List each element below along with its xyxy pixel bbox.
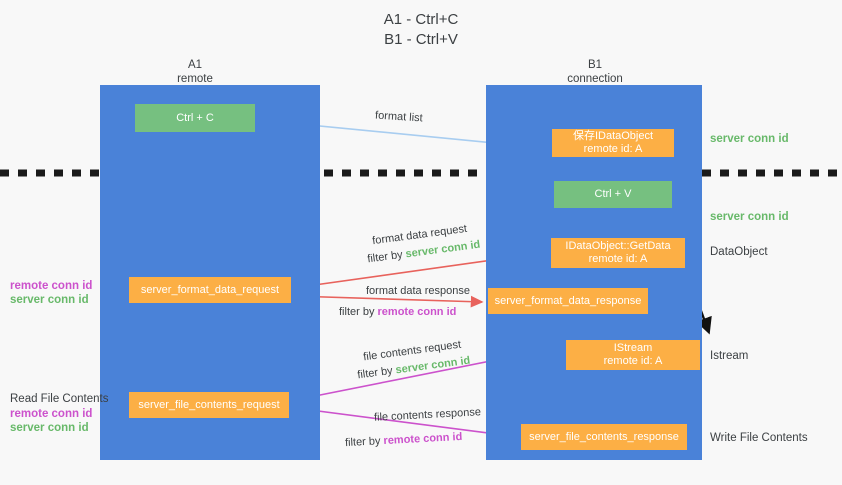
left-label-remote-conn-id: remote conn id bbox=[10, 280, 93, 292]
filter-key: remote conn id bbox=[377, 306, 457, 318]
left-label-read-file-contents: Read File Contents bbox=[10, 393, 109, 405]
box-istream[interactable]: IStream remote id: A bbox=[566, 340, 700, 370]
left-label-server-conn-id: server conn id bbox=[10, 294, 89, 306]
page-title: A1 - Ctrl+C B1 - Ctrl+V bbox=[383, 11, 459, 48]
filter-prefix: filter by bbox=[344, 435, 384, 450]
column-header-a1: A1 remote bbox=[177, 59, 213, 85]
box-server-file-contents-request[interactable]: server_file_contents_request bbox=[129, 392, 289, 418]
edge-label-file-contents-response-filter: filter by remote conn id bbox=[345, 430, 463, 451]
filter-prefix: filter by bbox=[356, 364, 397, 382]
left-label-file-conn-ids: Read File Contents remote conn id server… bbox=[10, 392, 108, 435]
left-label-server-conn-id: server conn id bbox=[10, 422, 89, 434]
box-ctrl-c[interactable]: Ctrl + C bbox=[135, 104, 255, 132]
edge-label-format-list: format list bbox=[374, 109, 424, 125]
box-server-file-contents-response[interactable]: server_file_contents_response bbox=[521, 424, 687, 450]
left-label-format-conn-ids: remote conn id server conn id bbox=[10, 279, 92, 307]
right-label-istream: Istream bbox=[710, 350, 749, 362]
right-label-server-conn-id-top: server conn id bbox=[710, 133, 789, 145]
box-server-format-data-request[interactable]: server_format_data_request bbox=[129, 277, 291, 303]
right-label-dataobject: DataObject bbox=[710, 246, 768, 258]
right-label-server-conn-id-second: server conn id bbox=[710, 211, 789, 223]
right-label-write-file-contents: Write File Contents bbox=[710, 432, 808, 444]
box-ctrl-v[interactable]: Ctrl + V bbox=[554, 181, 672, 208]
filter-prefix: filter by bbox=[366, 248, 407, 266]
filter-key: remote conn id bbox=[383, 430, 463, 448]
edge-label-format-data-response-filter: filter by remote conn id bbox=[339, 305, 456, 320]
edge-label-file-contents-response: file contents response bbox=[373, 406, 482, 424]
column-header-b1: B1 connection bbox=[567, 59, 623, 85]
box-server-format-data-response[interactable]: server_format_data_response bbox=[488, 288, 648, 314]
edge-label-format-data-response: format data response bbox=[366, 285, 470, 297]
box-store-idataobject[interactable]: 保存IDataObject remote id: A bbox=[552, 129, 674, 157]
filter-prefix: filter by bbox=[339, 306, 378, 318]
box-idataobject-getdata[interactable]: IDataObject::GetData remote id: A bbox=[551, 238, 685, 268]
left-label-remote-conn-id: remote conn id bbox=[10, 408, 93, 420]
